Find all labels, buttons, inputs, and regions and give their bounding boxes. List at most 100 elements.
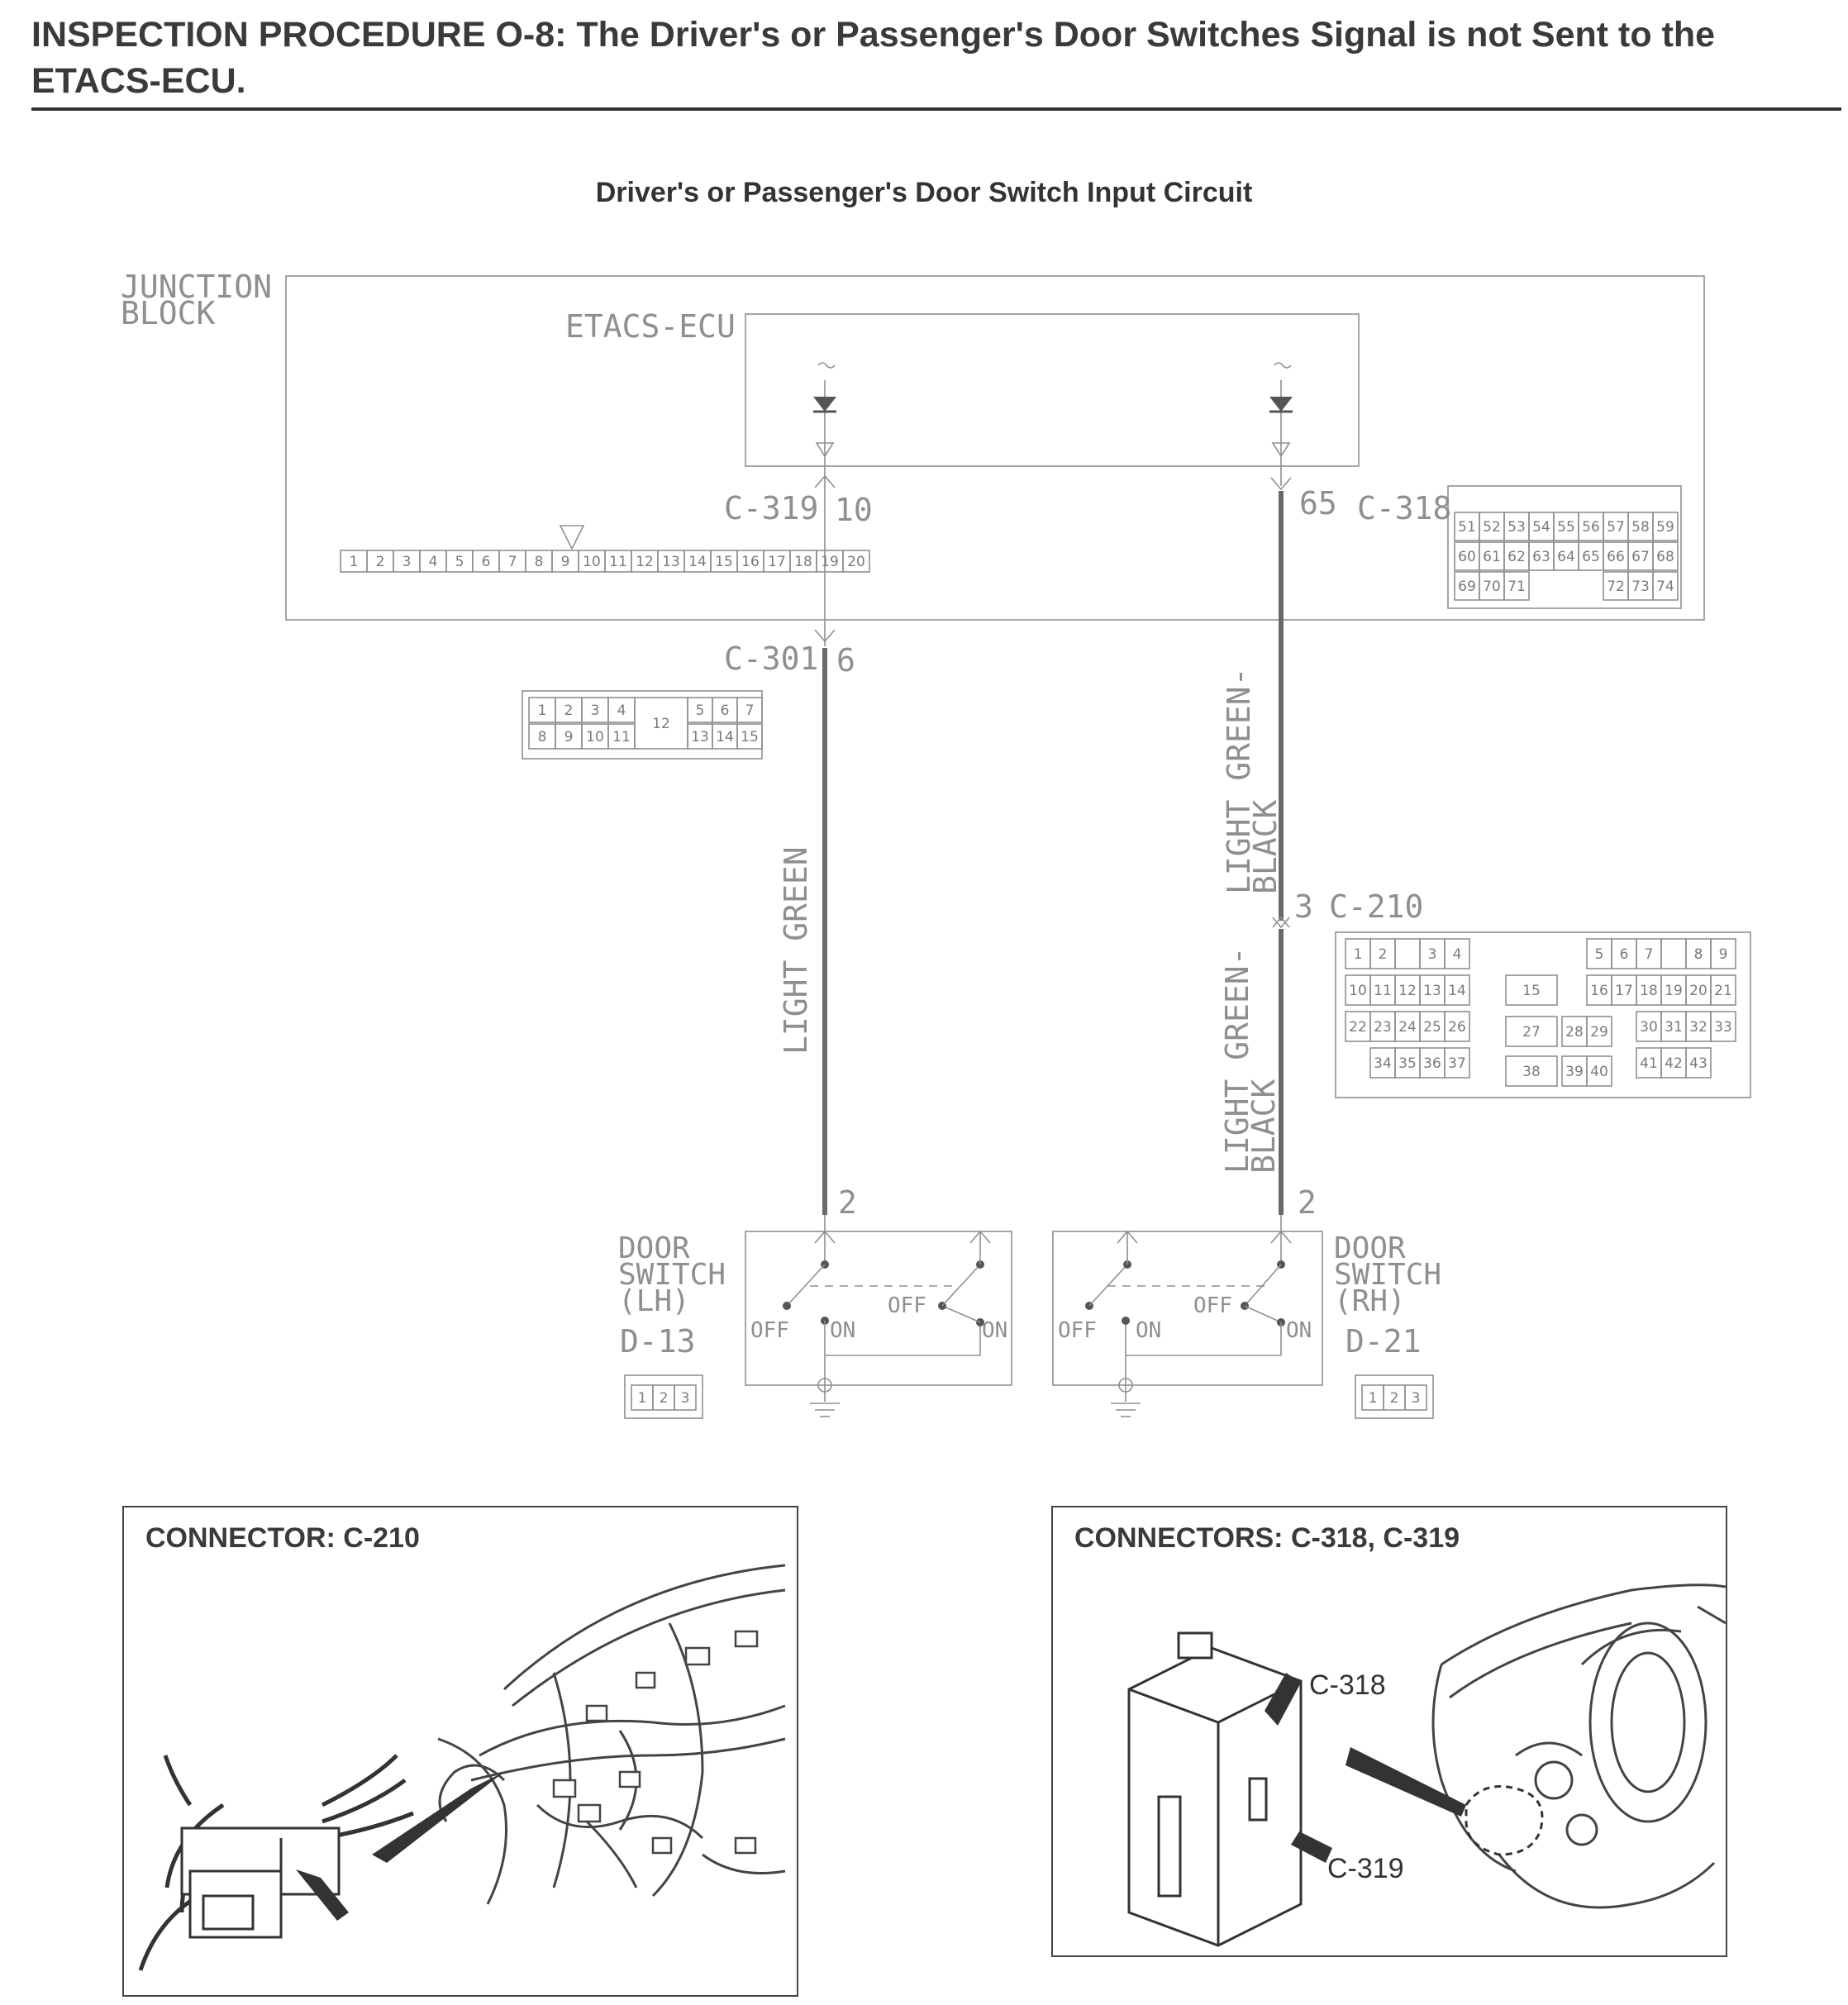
pin-number: 14 — [716, 729, 734, 745]
pin-cell — [1444, 1047, 1470, 1079]
door-switch-lh — [745, 1215, 1012, 1417]
pin-cell — [736, 723, 763, 750]
connectors-c318-c319-panel-title: CONNECTORS: C-318, C-319 — [1074, 1522, 1460, 1554]
pin-number: 17 — [1615, 983, 1633, 999]
pin-number: 51 — [1458, 519, 1476, 536]
pin-number: 7 — [745, 702, 755, 719]
pin-cell — [1652, 541, 1679, 571]
pin-number: 2 — [1379, 946, 1388, 963]
pin-number: 20 — [1689, 983, 1707, 999]
pin-number: 61 — [1483, 549, 1501, 565]
pin-number: 5 — [455, 554, 464, 570]
rh-label-3: (RH) — [1334, 1284, 1406, 1318]
pin-number: 52 — [1483, 519, 1501, 536]
pin-number: 3 — [681, 1390, 690, 1407]
ecu-input-right — [1269, 362, 1293, 468]
pin-cell — [1505, 974, 1558, 1006]
lh-label-3: (LH) — [618, 1284, 690, 1318]
circuit-diagram: JUNCTION BLOCK ETACS-ECU C-319 10 C-301 … — [121, 269, 1751, 1419]
pin-number: 12 — [1398, 983, 1417, 999]
wire-right-upper-label: LIGHT GREEN- — [1221, 667, 1257, 894]
pin-cell — [1652, 512, 1679, 541]
pin-cell — [1394, 938, 1421, 969]
ecu-box — [745, 313, 1360, 467]
d13-pin: 2 — [838, 1184, 857, 1221]
c318-label: C-318 — [1357, 490, 1451, 526]
pin-number: 3 — [1428, 946, 1437, 963]
pin-number: 63 — [1532, 549, 1550, 565]
pin-number: 15 — [1522, 983, 1541, 999]
pin-cell — [736, 697, 763, 723]
connector-c210-panel: CONNECTOR: C-210 — [122, 1506, 798, 1997]
pin-number: 55 — [1557, 519, 1575, 536]
dashboard-harness-illustration — [138, 1564, 786, 1971]
pin-number: 56 — [1582, 519, 1600, 536]
pin-number: 9 — [1719, 946, 1728, 963]
pin-number: 6 — [721, 702, 730, 719]
c301-pin: 6 — [836, 642, 855, 679]
pin-number: 54 — [1532, 519, 1550, 536]
pin-number: 2 — [1390, 1390, 1399, 1407]
pin-number: 21 — [1714, 983, 1732, 999]
pin-number: 67 — [1631, 549, 1650, 565]
junction-block-label-line2: BLOCK — [121, 295, 216, 331]
lh-off-1: OFF — [750, 1318, 789, 1343]
pin-cell — [1505, 1055, 1558, 1087]
pin-cell — [1652, 571, 1679, 601]
pin-number: 6 — [482, 554, 491, 570]
ecu-location-illustration: C-318 C-319 — [1127, 1584, 1726, 1947]
pin-number: 33 — [1714, 1019, 1732, 1036]
pin-number: 58 — [1631, 519, 1650, 536]
pin-number: 11 — [612, 729, 631, 745]
pin-number: 19 — [821, 554, 839, 570]
rh-label-2: SWITCH — [1334, 1258, 1441, 1292]
diagram-title: Driver's or Passenger's Door Switch Inpu… — [595, 177, 1253, 208]
pin-cell — [674, 1384, 697, 1411]
c301-label: C-301 — [724, 641, 818, 677]
d21-pin: 2 — [1298, 1184, 1317, 1221]
d21-connector-label: D-21 — [1346, 1323, 1422, 1360]
pin-number: 19 — [1665, 983, 1683, 999]
connectors-c318-c319-panel: CONNECTORS: C-318, C-319 C-318 C-319 — [1051, 1506, 1727, 1957]
pin-number: 65 — [1582, 549, 1600, 565]
pin-number: 9 — [561, 554, 570, 570]
pin-number: 37 — [1448, 1055, 1466, 1072]
pin-number: 14 — [1448, 983, 1466, 999]
lh-label-1: DOOR — [618, 1231, 690, 1265]
pin-number: 11 — [1374, 983, 1392, 999]
pin-number: 70 — [1483, 579, 1501, 595]
pin-number: 15 — [715, 554, 733, 570]
pin-number: 74 — [1656, 579, 1674, 595]
header-rule — [31, 107, 1841, 111]
ecu-label: ETACS-ECU — [565, 308, 736, 345]
pin-number: 9 — [564, 729, 574, 745]
pin-cell — [1685, 1047, 1712, 1079]
pin-number: 64 — [1557, 549, 1575, 565]
pin-number: 59 — [1656, 519, 1674, 536]
wire-right-upper-label-l2: BLACK — [1247, 799, 1284, 894]
pin-number: 8 — [1694, 946, 1703, 963]
pin-number: 30 — [1640, 1019, 1658, 1036]
c210-label: C-210 — [1329, 888, 1423, 925]
pin-cell — [1505, 1016, 1558, 1047]
pin-number: 6 — [1620, 946, 1629, 963]
connector-outline — [1335, 931, 1751, 1098]
pin-cell — [1710, 1011, 1736, 1042]
lh-off-2: OFF — [888, 1293, 926, 1318]
pin-cell — [1503, 571, 1530, 601]
pin-number: 8 — [535, 554, 544, 570]
pin-number: 71 — [1507, 579, 1526, 595]
pin-cell — [1444, 1011, 1470, 1042]
pin-number: 10 — [586, 729, 604, 745]
wire-right-lower-label: LIGHT GREEN- — [1219, 946, 1255, 1174]
pin-number: 29 — [1590, 1024, 1608, 1041]
pin-cell — [1710, 974, 1736, 1006]
pin-number: 25 — [1423, 1019, 1441, 1036]
pin-number: 10 — [1349, 983, 1367, 999]
pin-number: 43 — [1689, 1055, 1707, 1072]
pin-number: 2 — [660, 1390, 669, 1407]
